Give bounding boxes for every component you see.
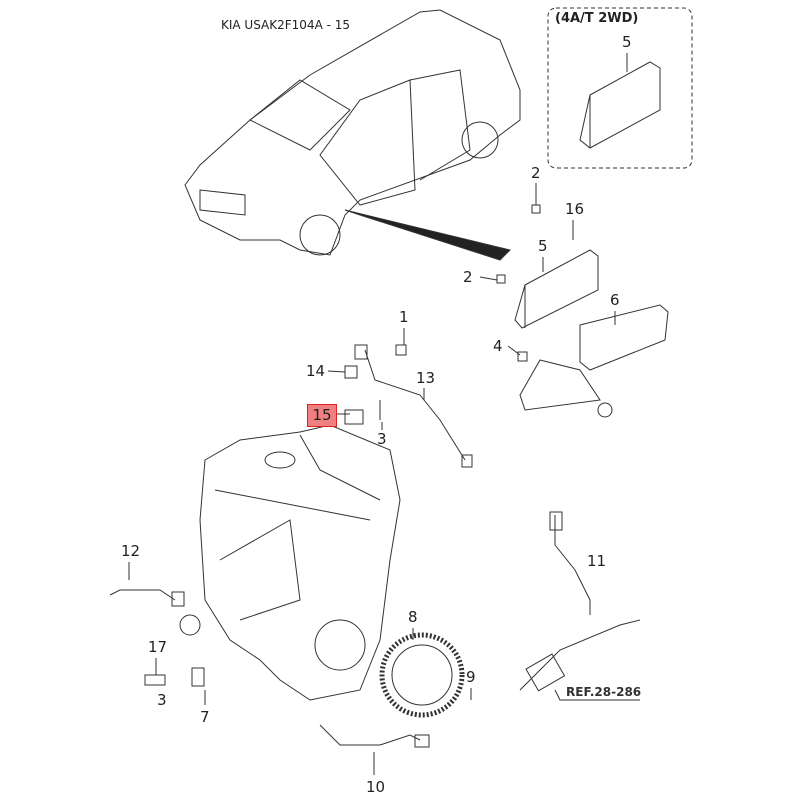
reference-label[interactable]: REF.28-286 [566, 685, 642, 699]
callout-8[interactable]: 8 [408, 608, 418, 626]
engine-illustration [179, 424, 401, 701]
callout-6[interactable]: 6 [610, 291, 620, 309]
callout-16[interactable]: 16 [565, 200, 585, 218]
tcm-module-top [579, 53, 661, 149]
callout-17[interactable]: 17 [148, 638, 168, 656]
callout-5[interactable]: 5 [622, 33, 632, 51]
callout-15-highlighted[interactable]: 15 [307, 404, 337, 427]
callout-2[interactable]: 2 [531, 164, 541, 182]
variant-note: (4A/T 2WD) [555, 11, 639, 26]
callout-7[interactable]: 7 [200, 708, 210, 726]
ring-gear [379, 632, 465, 718]
tcm-module-bracket [479, 183, 669, 418]
callout-1[interactable]: 1 [399, 308, 409, 326]
callout-2[interactable]: 2 [463, 268, 473, 286]
callout-9[interactable]: 9 [466, 668, 476, 686]
callout-3[interactable]: 3 [377, 430, 387, 448]
sensor-harnesses [109, 328, 641, 775]
callout-13[interactable]: 13 [416, 369, 436, 387]
callout-11[interactable]: 11 [587, 552, 607, 570]
variant-box [547, 7, 693, 169]
diagram-title: KIA USAK2F104A - 15 [221, 18, 351, 32]
vehicle-illustration [184, 9, 521, 261]
callout-5[interactable]: 5 [538, 237, 548, 255]
callout-12[interactable]: 12 [121, 542, 141, 560]
callout-4[interactable]: 4 [493, 337, 503, 355]
callout-3[interactable]: 3 [157, 691, 167, 709]
callout-10[interactable]: 10 [366, 778, 386, 796]
callout-14[interactable]: 14 [306, 362, 326, 380]
ring-gear-inner [391, 644, 453, 706]
